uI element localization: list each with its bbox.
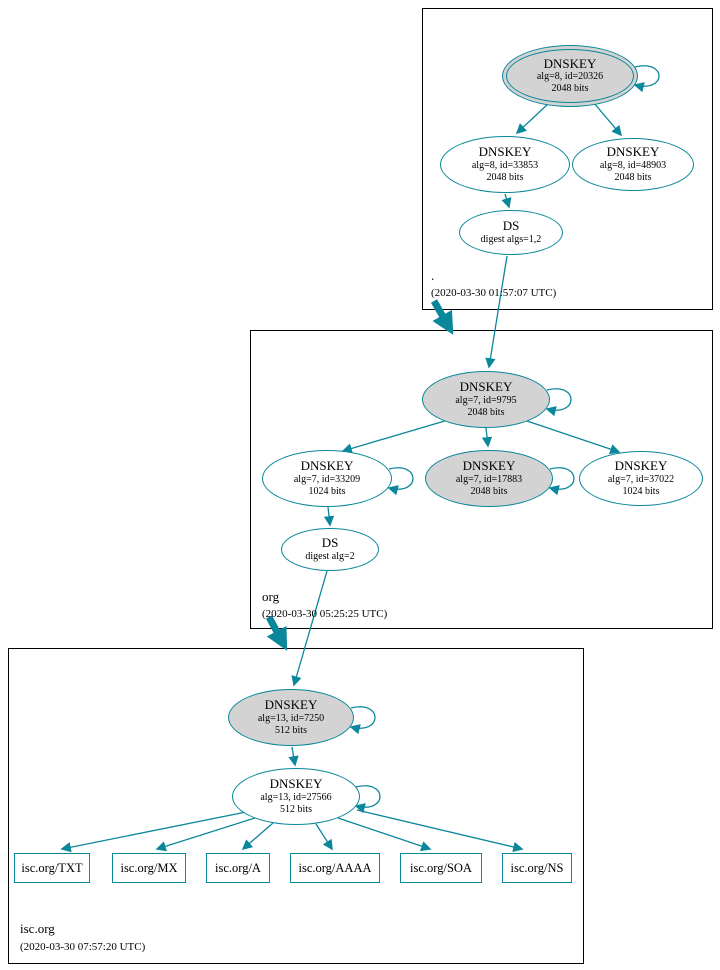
node-title: DNSKEY <box>462 458 516 474</box>
rrset-node-txt[interactable]: isc.org/TXT <box>14 853 90 883</box>
dnskey-node-org-zsk[interactable]: DNSKEY alg=7, id=33209 1024 bits <box>262 450 392 507</box>
edge-org-ksk-to-zsk <box>341 419 449 454</box>
node-title: DNSKEY <box>478 144 532 160</box>
node-detail: 2048 bits <box>486 171 524 183</box>
rrset-label: isc.org/TXT <box>21 860 83 875</box>
edge-isc-zsk-to-soa <box>337 817 432 852</box>
zone-label-root: . <box>431 268 435 283</box>
node-detail: alg=7, id=17883 <box>455 473 523 485</box>
dnskey-node-isc-ksk[interactable]: DNSKEY alg=13, id=7250 512 bits <box>228 689 354 746</box>
edge-isc-zsk-to-ns <box>356 809 524 853</box>
edge-org-ksk-to-key4 <box>523 419 621 455</box>
node-detail: 512 bits <box>280 803 312 815</box>
node-title: DNSKEY <box>606 144 660 160</box>
edge-org-zsk-selfloop <box>387 467 414 496</box>
edge-isc-ksk-to-zsk <box>288 746 299 767</box>
rrset-node-mx[interactable]: isc.org/MX <box>112 853 186 883</box>
dnskey-node-root-zsk[interactable]: DNSKEY alg=8, id=33853 2048 bits <box>440 136 570 193</box>
node-detail: 1024 bits <box>308 485 346 497</box>
zone-timestamp-isc-org: (2020-03-30 07:57:20 UTC) <box>20 941 146 953</box>
edge-org-zsk-to-ds <box>323 506 335 527</box>
node-detail: alg=7, id=33209 <box>293 473 361 485</box>
edge-isc-zsk-to-a <box>241 822 274 851</box>
dnskey-node-org-ksk[interactable]: DNSKEY alg=7, id=9795 2048 bits <box>422 371 550 428</box>
edge-root-ksk-selfloop <box>633 65 660 93</box>
edge-root-zsk-to-ds <box>501 193 512 209</box>
zone-box-root <box>422 8 713 310</box>
ds-node-org[interactable]: DS digest alg=2 <box>281 528 379 571</box>
node-title: DNSKEY <box>264 697 318 713</box>
edge-root-ds-to-org-ksk <box>485 255 508 369</box>
rrset-label: isc.org/AAAA <box>298 860 372 875</box>
node-title: DS <box>502 218 520 234</box>
node-detail: alg=13, id=7250 <box>257 712 325 724</box>
zone-label-isc-org: isc.org <box>20 921 55 936</box>
zone-timestamp-org: (2020-03-30 05:25:25 UTC) <box>262 608 388 620</box>
dnskey-node-root-key3[interactable]: DNSKEY alg=8, id=48903 2048 bits <box>572 138 694 191</box>
rrset-label: isc.org/NS <box>510 860 564 875</box>
node-title: DNSKEY <box>269 776 323 792</box>
edge-root-ksk-to-key3 <box>593 102 623 137</box>
node-title: DNSKEY <box>614 458 668 474</box>
node-detail: alg=8, id=33853 <box>471 159 539 171</box>
node-detail: 2048 bits <box>614 171 652 183</box>
zone-box-isc-org <box>8 648 584 964</box>
dnskey-node-isc-zsk[interactable]: DNSKEY alg=13, id=27566 512 bits <box>232 768 360 825</box>
dnskey-node-org-key3[interactable]: DNSKEY alg=7, id=17883 2048 bits <box>425 450 553 507</box>
edge-isc-zsk-to-txt <box>60 811 247 853</box>
node-detail: alg=13, id=27566 <box>260 791 332 803</box>
node-detail: 2048 bits <box>467 406 505 418</box>
node-detail: 2048 bits <box>470 485 508 497</box>
rrset-node-ns[interactable]: isc.org/NS <box>502 853 572 883</box>
edge-org-key3-selfloop <box>548 467 575 496</box>
node-detail: alg=7, id=37022 <box>607 473 675 485</box>
node-title: DNSKEY <box>300 458 354 474</box>
edge-org-ksk-to-key3 <box>481 427 493 448</box>
edge-root-ksk-to-zsk <box>515 102 550 135</box>
dnskey-node-root-ksk[interactable]: DNSKEY alg=8, id=20326 2048 bits <box>502 45 638 107</box>
node-detail: alg=7, id=9795 <box>455 394 517 406</box>
node-title: DS <box>321 535 339 551</box>
edge-isc-zsk-to-aaaa <box>315 823 333 851</box>
node-detail: 2048 bits <box>551 83 589 95</box>
dnskey-node-org-key4[interactable]: DNSKEY alg=7, id=37022 1024 bits <box>579 451 703 506</box>
rrset-label: isc.org/MX <box>120 860 178 875</box>
zone-timestamp-root: (2020-03-30 01:57:07 UTC) <box>431 287 557 299</box>
edge-delegation-org-to-isc <box>265 615 288 651</box>
rrset-node-aaaa[interactable]: isc.org/AAAA <box>290 853 380 883</box>
node-title: DNSKEY <box>543 55 597 71</box>
node-detail: alg=8, id=20326 <box>536 71 604 83</box>
edge-org-ds-to-isc-ksk <box>291 570 328 687</box>
rrset-node-a[interactable]: isc.org/A <box>206 853 270 883</box>
zone-label-org: org <box>262 589 280 604</box>
node-title: DNSKEY <box>459 379 513 395</box>
rrset-node-soa[interactable]: isc.org/SOA <box>400 853 482 883</box>
ds-node-root[interactable]: DS digest algs=1,2 <box>459 210 563 255</box>
node-detail: digest alg=2 <box>305 550 355 562</box>
node-detail: digest algs=1,2 <box>480 233 542 245</box>
node-detail: 512 bits <box>275 724 307 736</box>
rrset-label: isc.org/A <box>215 860 261 875</box>
node-detail: 1024 bits <box>622 485 660 497</box>
edge-isc-ksk-selfloop <box>349 706 376 735</box>
edge-org-ksk-selfloop <box>545 388 572 417</box>
rrset-label: isc.org/SOA <box>410 860 472 875</box>
edge-delegation-root-to-org <box>430 299 454 335</box>
edge-isc-zsk-to-mx <box>155 817 256 852</box>
node-detail: alg=8, id=48903 <box>599 159 667 171</box>
zone-box-org <box>250 330 713 629</box>
edge-isc-zsk-selfloop <box>354 785 381 814</box>
